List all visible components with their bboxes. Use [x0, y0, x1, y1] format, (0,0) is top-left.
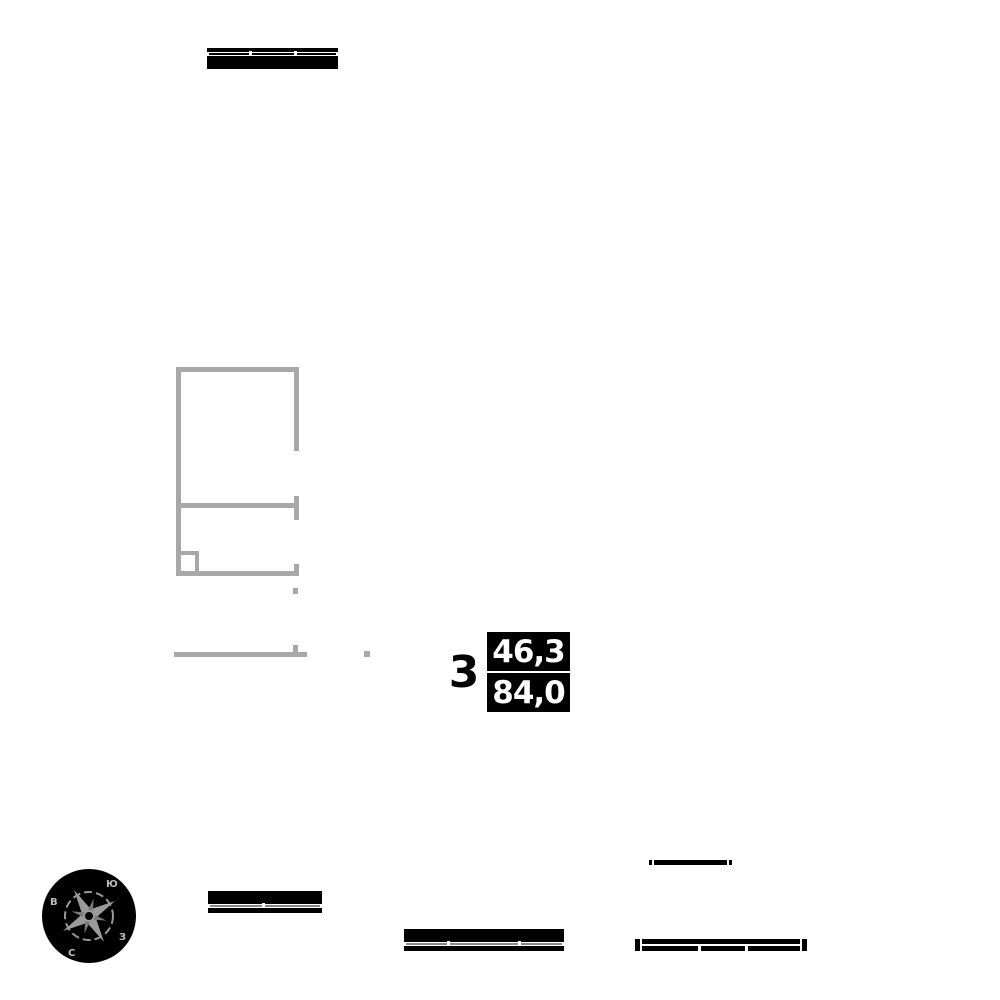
wall-lower-horizontal — [174, 652, 307, 657]
window-bottom-right — [635, 939, 807, 951]
wall-right-upper — [294, 367, 299, 451]
wall-lower-post — [293, 645, 298, 653]
ventilation-shaft — [177, 551, 199, 575]
wall-left — [176, 367, 181, 576]
compass-rose-icon: Ю В З С — [42, 869, 136, 963]
window-bottom-left — [208, 891, 322, 913]
living-area: 46,3 — [487, 632, 570, 671]
window-small-right — [649, 860, 732, 865]
wall-stub — [293, 588, 298, 594]
wall-right-lower — [294, 564, 299, 576]
apartment-label[interactable]: 3 46,3 84,0 — [443, 631, 570, 713]
rooms-count: 3 — [448, 646, 480, 698]
wall-partition — [178, 503, 297, 508]
compass-east-label: В — [50, 897, 58, 908]
wall-top — [176, 367, 299, 372]
walls — [174, 367, 370, 657]
wall-bottom — [176, 571, 299, 576]
wall-right-mid — [294, 496, 299, 520]
window-top — [207, 48, 338, 69]
compass-south-label: Ю — [106, 879, 118, 890]
total-area: 84,0 — [487, 673, 570, 712]
compass-north-label: С — [68, 948, 75, 959]
compass-west-label: З — [119, 932, 126, 943]
wall-dot — [364, 651, 370, 657]
window-bottom-middle — [404, 929, 564, 951]
